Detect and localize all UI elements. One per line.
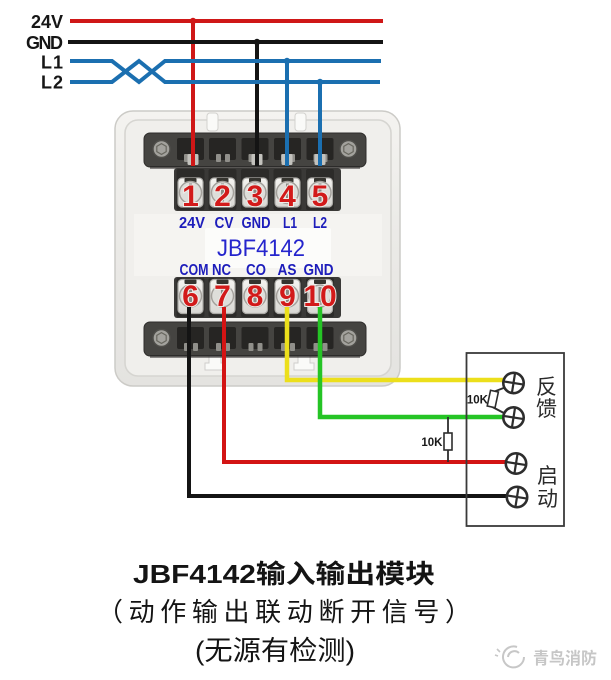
svg-text:COM: COM (180, 262, 209, 279)
svg-text:L2: L2 (313, 215, 327, 232)
svg-text:L1: L1 (41, 53, 63, 73)
svg-text:CV: CV (215, 215, 234, 232)
svg-text:(无源有检测): (无源有检测) (195, 636, 355, 666)
svg-text:JBF4142输入输出模块: JBF4142输入输出模块 (133, 559, 435, 589)
svg-text:L1: L1 (283, 215, 297, 232)
svg-text:AS: AS (278, 262, 297, 279)
svg-text:动: 动 (537, 488, 558, 511)
svg-text:6: 6 (182, 280, 199, 313)
svg-text:2: 2 (214, 180, 231, 213)
svg-text:L2: L2 (41, 73, 63, 93)
svg-text:CO: CO (246, 262, 266, 279)
svg-text:8: 8 (247, 280, 264, 313)
svg-text:启: 启 (537, 465, 558, 488)
svg-text:7: 7 (214, 280, 231, 313)
svg-text:1: 1 (182, 180, 199, 213)
svg-text:GND: GND (26, 33, 63, 53)
svg-text:馈: 馈 (536, 398, 557, 421)
svg-text:（动作输出联动断开信号）: （动作输出联动断开信号） (97, 597, 471, 627)
svg-text:10K: 10K (467, 395, 489, 407)
svg-text:JBF4142: JBF4142 (217, 235, 305, 262)
svg-text:青鸟消防: 青鸟消防 (533, 648, 597, 668)
svg-text:10K: 10K (421, 437, 443, 449)
svg-text:GND: GND (304, 262, 334, 279)
svg-text:3: 3 (247, 180, 264, 213)
svg-text:反: 反 (536, 376, 557, 399)
svg-text:24V: 24V (179, 215, 205, 232)
svg-text:5: 5 (312, 180, 329, 213)
svg-text:GND: GND (242, 215, 271, 232)
svg-text:4: 4 (279, 180, 296, 213)
svg-text:9: 9 (279, 280, 296, 313)
svg-text:NC: NC (212, 262, 231, 279)
svg-text:24V: 24V (31, 12, 63, 32)
